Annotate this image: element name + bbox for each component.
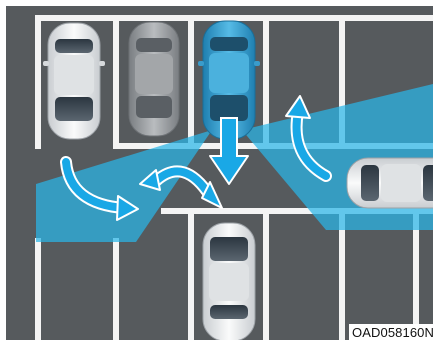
- parked-car-white-left: [43, 23, 105, 139]
- rear-cross-traffic-illustration: [6, 6, 433, 340]
- parked-car-gray: [129, 22, 179, 136]
- parked-car-white-bottom: [203, 223, 255, 340]
- figure-code-label: OAD058160N: [349, 324, 436, 341]
- approaching-car-right: [347, 158, 433, 208]
